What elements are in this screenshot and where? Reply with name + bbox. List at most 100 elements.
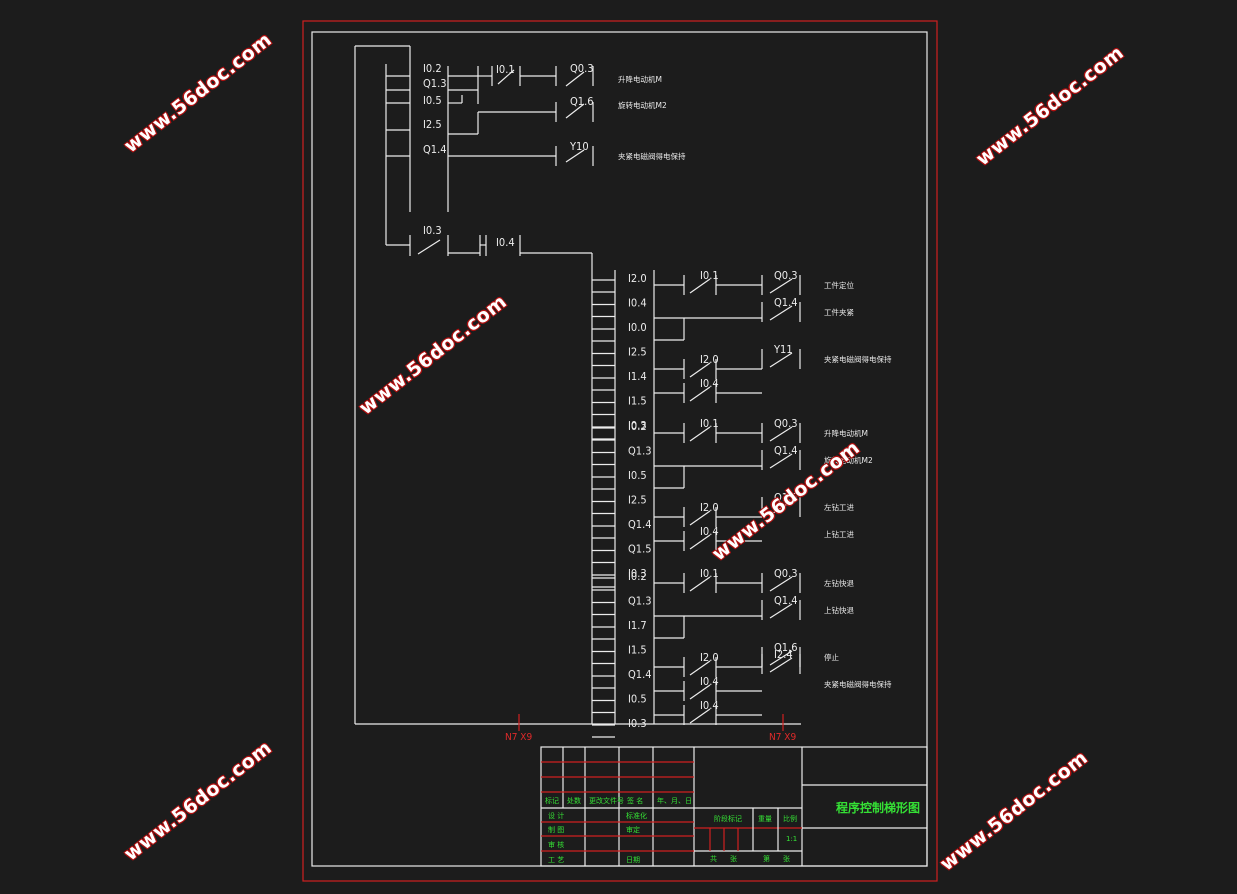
sheet-label: 共 — [710, 854, 717, 863]
contact-label: Q1.3 — [423, 77, 447, 90]
coil-label: 升降电动机M — [824, 428, 868, 438]
contact-label: I0.5 — [423, 94, 442, 107]
contact-label: I2.5 — [628, 494, 647, 507]
title-row: 工 艺 — [548, 856, 564, 864]
contact-label: I2.0 — [700, 353, 719, 366]
contact-label: I0.4 — [700, 699, 719, 712]
coil-slash — [769, 426, 793, 442]
contact-label: I0.2 — [628, 570, 647, 583]
contact-label: Q1.3 — [628, 595, 652, 608]
contact-label: I0.0 — [628, 321, 647, 334]
coil-label: 上钻快退 — [824, 605, 854, 615]
title-row: 设 计 — [548, 811, 564, 820]
title-row: 审 核 — [548, 840, 564, 849]
coil-slash — [769, 603, 793, 619]
contact-label: I0.1 — [700, 269, 719, 282]
contact-slash — [689, 684, 711, 700]
contact-label: Q1.4 — [628, 518, 652, 531]
contact-label: Q1.5 — [628, 543, 652, 556]
contact-label: I0.2 — [423, 62, 442, 75]
coil-slash — [769, 305, 793, 321]
page-marker: N7 X9 — [505, 732, 532, 743]
contact-label: Q0.3 — [570, 62, 594, 75]
coil-label: 左钻快退 — [824, 578, 854, 588]
sheet-label: 张 — [783, 854, 790, 863]
top-rungs: I0.2 Q1.3 I0.5 I2.5 Q1.4 I0.1 Q0.3 Q1.6 … — [354, 45, 686, 725]
contact-slash — [689, 386, 711, 402]
output-label: Q1.4 — [774, 444, 798, 457]
contact-label: I0.5 — [628, 693, 647, 706]
scale-value: 1:1 — [786, 835, 797, 843]
coil-slash — [769, 453, 793, 469]
contact-label: I0.1 — [700, 417, 719, 430]
stage-header: 比例 — [783, 814, 797, 823]
coil-slash — [769, 657, 793, 673]
output-label: Q1.6 — [774, 491, 798, 504]
output-label: Y11 — [773, 343, 793, 356]
stage-header: 重量 — [758, 815, 772, 823]
coil-slash — [769, 500, 793, 516]
title-header: 标记 — [545, 796, 559, 805]
contact-label: I1.4 — [628, 370, 647, 383]
coil-slash — [769, 650, 793, 666]
contact-slash — [689, 534, 711, 550]
contact-label: I2.5 — [628, 346, 647, 359]
coil-label: 夹紧电磁阀得电保持 — [824, 679, 892, 689]
right-rungs: I2.0I0.4I0.0I2.5I1.4I1.5I0.3I0.1I2.0I0.4… — [592, 269, 892, 738]
contact-label: I1.5 — [628, 644, 647, 657]
coil-label: 旋转电动机M2 — [618, 100, 667, 110]
contact-label: Q1.3 — [628, 445, 652, 458]
contact-label: I2.5 — [423, 118, 442, 131]
coil-label: 旋转电动机M2 — [824, 455, 873, 465]
contact-label: I0.1 — [700, 567, 719, 580]
contact-label: Q1.6 — [570, 95, 594, 108]
contact-label: Q1.4 — [628, 668, 652, 681]
title-row: 审定 — [626, 825, 640, 834]
coil-label: 工件定位 — [824, 280, 854, 290]
coil-label: 工件夹紧 — [824, 307, 854, 317]
contact-label: Q1.4 — [423, 143, 447, 156]
coil-label: 上钻工进 — [824, 529, 854, 539]
contact-slash — [689, 278, 711, 294]
contact-label: Y10 — [569, 140, 589, 153]
contact-label: I2.0 — [700, 651, 719, 664]
title-row: 制 图 — [548, 825, 564, 834]
output-label: Q1.4 — [774, 296, 798, 309]
contact-slash — [689, 426, 711, 442]
coil-label: 左钻工进 — [824, 502, 854, 512]
contact-label: I2.0 — [628, 272, 647, 285]
contact-label: I0.4 — [700, 525, 719, 538]
contact-slash — [689, 576, 711, 592]
drawing-title: 程序控制梯形图 — [836, 800, 920, 815]
contact-label: I0.5 — [628, 469, 647, 482]
title-block: 标记 处数 更改文件号 签 名 年、月、日 设 计 制 图 审 核 工 艺 标准… — [540, 746, 928, 867]
sheet-label: 第 — [763, 854, 770, 863]
title-row: 日期 — [626, 856, 640, 864]
coil-label: 升降电动机M — [618, 74, 662, 84]
contact-label: I1.7 — [628, 619, 647, 632]
contact-label: I0.3 — [423, 224, 442, 237]
contact-label: I0.4 — [628, 297, 647, 310]
output-label: Q0.3 — [774, 269, 798, 282]
output-label: Q1.6 — [774, 641, 798, 654]
contact-label: I0.3 — [628, 717, 647, 730]
output-label: Q0.3 — [774, 417, 798, 430]
output-label: I2.4 — [774, 648, 793, 661]
title-header: 处数 — [567, 796, 581, 805]
outer-frame — [302, 20, 938, 882]
title-header: 更改文件号 — [589, 796, 624, 805]
contact-slash — [689, 660, 711, 676]
output-label: Q0.3 — [774, 567, 798, 580]
contact-label: I0.4 — [700, 675, 719, 688]
title-row: 标准化 — [626, 811, 647, 820]
stage-header: 阶段标记 — [714, 814, 742, 823]
page-marker: N7 X9 — [769, 732, 796, 743]
contact-slash — [689, 362, 711, 378]
contact-label: I0.2 — [628, 420, 647, 433]
contact-label: I0.4 — [700, 377, 719, 390]
coil-label: 停止 — [824, 652, 839, 662]
output-label: Q1.4 — [774, 594, 798, 607]
coil-slash — [769, 352, 793, 368]
contact-label: I0.1 — [496, 63, 515, 76]
